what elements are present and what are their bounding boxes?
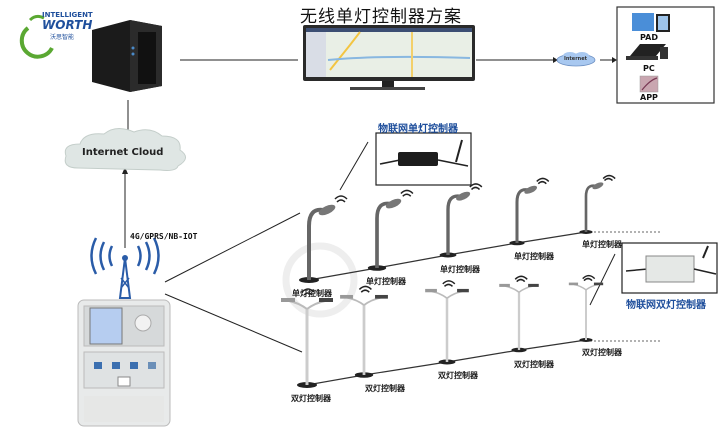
wifi-icon xyxy=(358,285,372,293)
monitor-icon xyxy=(303,25,475,90)
single-lamp-icon xyxy=(579,174,616,234)
single-lamp-icon xyxy=(509,177,550,246)
internet-cloud-label: Internet Cloud xyxy=(82,147,164,158)
link-protocol-label: 4G/GPRS/NB-IOT xyxy=(130,232,198,241)
single-lamp-label: 单灯控制器 xyxy=(582,240,622,249)
pad-label: PAD xyxy=(640,33,658,42)
dual-lamp-icon xyxy=(425,280,469,365)
app-label: APP xyxy=(640,93,658,102)
internet-cloud xyxy=(64,128,186,171)
single-lamp-label: 单灯控制器 xyxy=(440,265,480,274)
dual-lamp-icon xyxy=(340,285,388,378)
pc-icon xyxy=(626,44,668,60)
wifi-icon xyxy=(442,280,456,287)
wifi-icon xyxy=(334,195,348,203)
antenna-tower-icon xyxy=(118,255,132,299)
internet-small-label: Internet xyxy=(564,56,588,62)
pc-label: PC xyxy=(643,64,655,73)
dual-lamp-icon xyxy=(281,288,333,388)
dual-lamp-label: 双灯控制器 xyxy=(365,384,405,393)
single-lamp-label: 单灯控制器 xyxy=(292,289,332,298)
wifi-icon xyxy=(514,275,528,283)
signal-waves-icon xyxy=(90,237,160,275)
dual-lamp-icon xyxy=(568,274,604,342)
logo-chinese: 沃思智能 xyxy=(50,34,75,41)
dual-lamp-label: 双灯控制器 xyxy=(291,394,331,403)
dual-lamp-label: 双灯控制器 xyxy=(438,371,478,380)
wifi-icon xyxy=(469,183,483,191)
logo-wordmark: WORTH xyxy=(42,18,93,32)
page-title: 无线单灯控制器方案 xyxy=(300,7,462,27)
wifi-icon xyxy=(400,189,414,197)
dual-controller-device xyxy=(625,245,717,283)
wifi-icon xyxy=(536,177,550,185)
single-lamp-label: 单灯控制器 xyxy=(366,277,406,286)
logo-icon xyxy=(19,14,54,59)
pad-icon xyxy=(632,13,670,32)
single-lamp-label: 单灯控制器 xyxy=(514,252,554,261)
dual-lamp-label: 双灯控制器 xyxy=(582,348,622,357)
single-lamp-icon xyxy=(299,195,348,283)
wifi-icon xyxy=(301,288,315,296)
single-controller-title: 物联网单灯控制器 xyxy=(378,124,458,135)
link-to-single-row xyxy=(164,212,301,283)
logo-line1: INTELLIGENT xyxy=(42,11,93,19)
wifi-icon xyxy=(582,274,596,282)
single-lamp-icon xyxy=(367,189,414,271)
dual-controller-title: 物联网双灯控制器 xyxy=(626,300,706,311)
watermark xyxy=(282,242,358,318)
dual-lamp-label: 双灯控制器 xyxy=(514,360,554,369)
app-icon xyxy=(639,75,659,93)
internet-cloud-small xyxy=(556,52,596,67)
single-controller-device xyxy=(379,139,469,167)
single-lamp-icon xyxy=(439,183,483,258)
company-logo: INTELLIGENT WORTH 沃思智能 xyxy=(42,11,93,41)
concentrator-device xyxy=(77,299,171,427)
dual-lamp-icon xyxy=(499,275,539,353)
wifi-icon xyxy=(602,174,616,182)
link-to-dual-row xyxy=(164,293,303,353)
server-icon xyxy=(92,20,162,92)
